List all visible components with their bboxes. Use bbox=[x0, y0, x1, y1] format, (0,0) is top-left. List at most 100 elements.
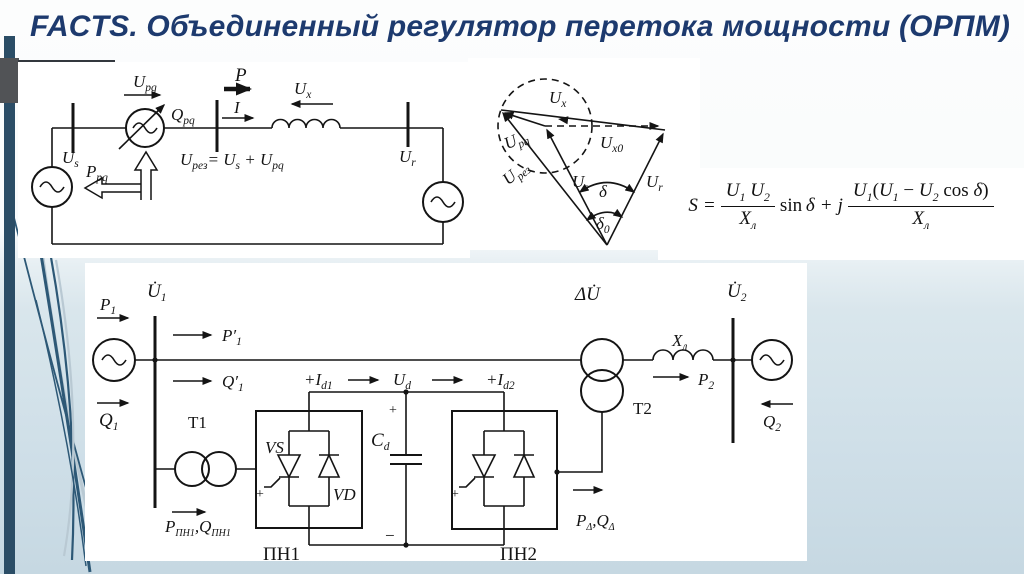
label-q2: Q2 bbox=[763, 412, 781, 434]
junction-dot bbox=[403, 542, 409, 548]
label-u2: U̇2 bbox=[727, 280, 747, 304]
label-us-top: Us bbox=[62, 148, 79, 170]
label-t1: T1 bbox=[188, 413, 207, 432]
swoosh-light-2 bbox=[54, 259, 75, 557]
label-pn1: ПН1 bbox=[263, 544, 300, 565]
vector-urez bbox=[502, 111, 608, 246]
thyristor-gate bbox=[264, 477, 281, 488]
line-inductor-icon bbox=[652, 349, 714, 361]
label-ux-phasor: Ux bbox=[549, 88, 567, 110]
sine-icon bbox=[132, 122, 158, 134]
label-ud: Ud bbox=[393, 370, 411, 392]
label-delta: δ bbox=[599, 182, 608, 201]
qpq-arrow bbox=[118, 103, 166, 150]
series-injection-outline-arrow bbox=[133, 150, 159, 200]
delta0-arc bbox=[585, 208, 624, 221]
vector-us bbox=[546, 128, 608, 246]
label-vs2-plus: + bbox=[451, 487, 459, 502]
formula-fraction-2: U1(U1 − U2 cos δ) Xл bbox=[847, 180, 994, 232]
diode-icon bbox=[317, 453, 341, 478]
swoosh-dark-4 bbox=[35, 299, 87, 567]
ux-chord-line bbox=[500, 109, 666, 131]
label-i: I bbox=[233, 98, 241, 117]
inductor-icon bbox=[271, 118, 341, 129]
corner-square bbox=[0, 58, 19, 103]
slide-title: FACTS. Объединенный регулятор перетока м… bbox=[30, 10, 1011, 43]
label-vd: VD bbox=[333, 485, 356, 504]
source-icon-right bbox=[422, 181, 464, 223]
label-ppn1-qpn1: PПН1,QПН1 bbox=[164, 517, 231, 539]
label-u1: U̇1 bbox=[147, 280, 166, 304]
label-q1: Q1 bbox=[99, 410, 118, 433]
phasor-diagram: Ux Upq Ux0 Uрез Us Ur δ δ0 bbox=[497, 78, 666, 246]
transformer-t1-icon bbox=[174, 451, 210, 487]
label-upq-top: Upq bbox=[133, 72, 157, 94]
label-cap-plus: + bbox=[389, 403, 397, 418]
thyristor-gate bbox=[459, 477, 476, 488]
transformer-t1-icon bbox=[201, 451, 237, 487]
label-delta-u: ΔU̇ bbox=[574, 283, 601, 305]
sine-icon bbox=[430, 196, 456, 208]
pn1-inner-bridge bbox=[288, 411, 330, 528]
label-urez-equation: Uрез= Us + Upq bbox=[180, 150, 284, 172]
diode-icon bbox=[512, 453, 536, 478]
transformer-t2-icon bbox=[580, 338, 624, 382]
phasor-locus-circle bbox=[497, 78, 593, 174]
bottom-circuit-diagram: P1 Q1 U̇1 P′1 Q′1 T1 VS VD + + PПН1,QПН1… bbox=[92, 280, 793, 565]
label-p1-prime: P′1 bbox=[221, 326, 242, 348]
pn2-inner-bridge bbox=[483, 411, 525, 529]
label-id2: +Id2 bbox=[486, 370, 515, 392]
top-circuit-diagram: Upq Qpq P I Ux Us Ppq Ur Uрез= Us + Upq bbox=[31, 65, 464, 245]
sine-icon bbox=[759, 354, 785, 366]
junction-dot bbox=[152, 357, 158, 363]
label-delta0: δ0 bbox=[596, 214, 610, 236]
label-cap-minus: − bbox=[385, 526, 395, 545]
label-p: P bbox=[234, 65, 247, 86]
label-urez-phasor: Uрез bbox=[499, 156, 535, 191]
formula-panel bbox=[658, 168, 1024, 260]
swoosh-dark-2 bbox=[42, 219, 75, 561]
title-underline bbox=[18, 60, 114, 63]
thyristor-icon bbox=[276, 454, 302, 479]
junction-dot bbox=[730, 357, 736, 363]
source-icon-2 bbox=[751, 339, 793, 381]
source-icon-1 bbox=[92, 338, 136, 382]
t2-secondary-wire bbox=[557, 412, 603, 473]
formula-equals: = bbox=[702, 195, 716, 217]
formula-fraction-1: U1 U2 Xл bbox=[720, 180, 775, 232]
left-accent-bar bbox=[4, 36, 15, 574]
label-us-phasor: Us bbox=[572, 172, 589, 194]
vector-upq bbox=[503, 111, 546, 127]
label-pn2: ПН2 bbox=[500, 544, 537, 565]
junction-dot bbox=[554, 469, 560, 475]
sine-icon bbox=[101, 354, 127, 366]
formula-lhs: S bbox=[688, 195, 698, 217]
label-ppq: Ppq bbox=[85, 162, 108, 184]
ux-mid-arrowhead bbox=[558, 116, 569, 125]
label-p2: P2 bbox=[697, 370, 714, 392]
delta-arc bbox=[578, 181, 636, 193]
ppq-outline-arrow bbox=[83, 176, 146, 200]
label-xl: Xл bbox=[671, 331, 687, 353]
source-icon-left bbox=[31, 166, 73, 208]
label-ur-phasor: Ur bbox=[646, 172, 663, 194]
label-ux-top: Ux bbox=[294, 79, 312, 101]
label-ur-top: Ur bbox=[399, 147, 416, 169]
transformer-t2-icon bbox=[580, 369, 624, 413]
label-vs1-plus: + bbox=[256, 487, 264, 502]
formula-sin-term: sin δ bbox=[779, 195, 815, 217]
series-source-icon bbox=[125, 108, 165, 148]
label-id1: +Id1 bbox=[304, 370, 333, 392]
formula-j: j bbox=[837, 195, 843, 217]
label-vs: VS bbox=[265, 438, 284, 457]
power-flow-formula: S = U1 U2 Xл sin δ + j U1(U1 − U2 cos δ)… bbox=[662, 180, 1020, 232]
label-t2: T2 bbox=[633, 399, 652, 418]
formula-plus: + bbox=[819, 195, 833, 217]
thyristor-icon bbox=[471, 454, 497, 479]
label-cd: Cd bbox=[371, 430, 390, 453]
label-p1: P1 bbox=[99, 295, 116, 317]
label-pdelta-qdelta: PΔ,QΔ bbox=[575, 511, 615, 533]
label-ux0-phasor: Ux0 bbox=[600, 133, 623, 155]
